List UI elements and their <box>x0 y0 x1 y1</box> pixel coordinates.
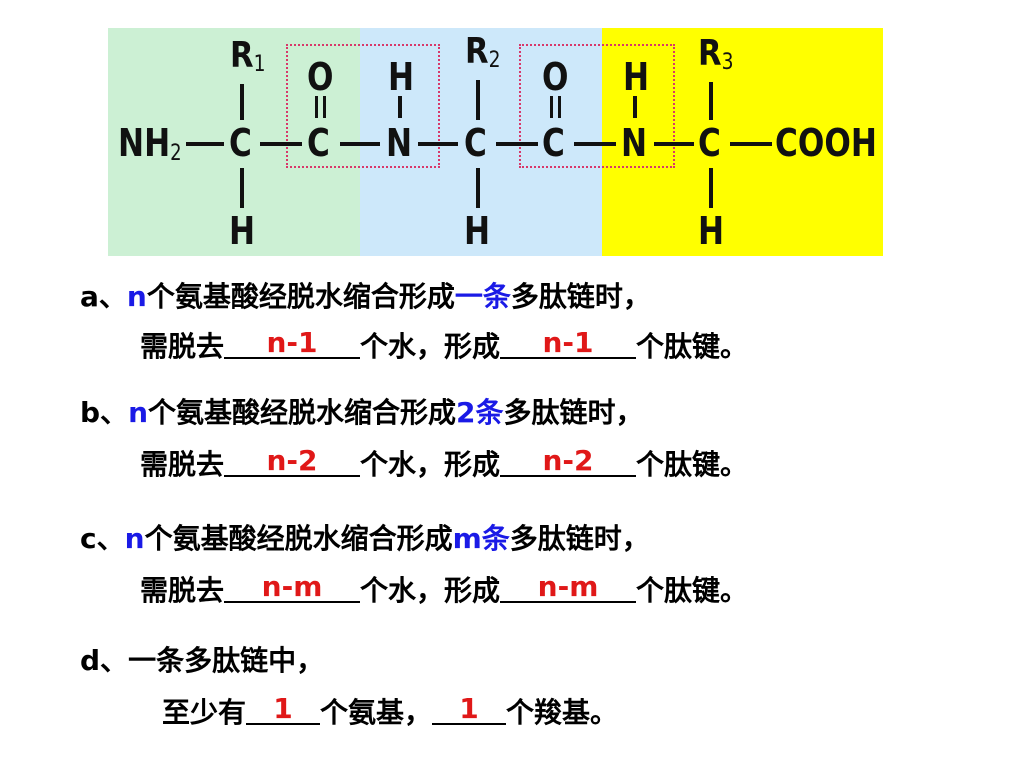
double-bond-1a <box>315 96 318 118</box>
amino-group: NH2 <box>118 121 182 166</box>
bond-n2-c3 <box>654 142 694 146</box>
bond-n1-h <box>398 96 402 118</box>
item-label: d <box>80 644 101 677</box>
r2-group: R2 <box>465 31 501 73</box>
bond-c3-h <box>709 168 713 208</box>
hydrogen-atom-c2: H <box>464 209 491 253</box>
carbon-alpha-2: C <box>464 121 487 165</box>
bond-n2-h <box>633 96 637 118</box>
bond-r1-c <box>240 84 244 120</box>
item-b-line1: b、n个氨基酸经脱水缩合形成2条多肽链时， <box>80 396 644 429</box>
bond-c1-c <box>260 142 302 146</box>
oxygen-atom-2: O <box>542 55 569 99</box>
nitrogen-1: N <box>386 121 413 165</box>
nitrogen-2: N <box>621 121 648 165</box>
bond-c2-h <box>476 168 480 208</box>
item-label: a <box>80 280 99 313</box>
answer-blank: n-m <box>500 573 637 603</box>
bond-nh2-c1 <box>186 142 224 146</box>
band-green <box>108 28 360 256</box>
answer-blank: n-m <box>224 573 361 603</box>
bond-r3-c <box>709 82 713 120</box>
bond-n1-c2 <box>418 142 458 146</box>
double-bond-2b <box>558 96 561 118</box>
peptide-bond-box-1 <box>286 44 440 168</box>
answer-blank: n-1 <box>500 329 637 359</box>
oxygen-atom-1: O <box>307 55 334 99</box>
carbon-alpha-1: C <box>229 121 252 165</box>
peptide-bond-box-2 <box>519 44 675 168</box>
bond-r2-c <box>476 80 480 120</box>
answer-blank: 1 <box>432 695 507 725</box>
hydrogen-atom-c1: H <box>229 209 256 253</box>
item-a-line1: a、n个氨基酸经脱水缩合形成一条多肽链时， <box>80 280 651 313</box>
answer-blank: n-2 <box>500 447 637 477</box>
item-d-line1: d、一条多肽链中， <box>80 644 325 677</box>
item-c-line1: c、n个氨基酸经脱水缩合形成m条多肽链时， <box>80 522 650 555</box>
r3-group: R3 <box>698 33 734 75</box>
answer-blank: 1 <box>246 695 321 725</box>
r1-group: R1 <box>230 35 266 77</box>
answer-blank: n-2 <box>224 447 361 477</box>
hydrogen-atom-n1: H <box>388 55 415 99</box>
double-bond-2a <box>550 96 553 118</box>
answer-blank: n-1 <box>224 329 361 359</box>
carbon-carbonyl-1: C <box>307 121 330 165</box>
bond-c2-c <box>496 142 538 146</box>
bond-c-n1 <box>340 142 380 146</box>
peptide-structure-diagram: R1 R2 R3 O O H H NH2 C C N C C N C COOH … <box>0 0 1024 260</box>
bond-c1-h <box>240 168 244 208</box>
carboxyl-group: COOH <box>775 121 877 165</box>
bond-c-n2 <box>574 142 616 146</box>
hydrogen-atom-n2: H <box>623 55 650 99</box>
band-blue <box>360 28 602 256</box>
bond-c3-cooh <box>730 142 772 146</box>
hydrogen-atom-c3: H <box>698 209 725 253</box>
item-label: b <box>80 396 101 429</box>
item-label: c <box>80 522 97 555</box>
carbon-carbonyl-2: C <box>542 121 565 165</box>
carbon-alpha-3: C <box>698 121 721 165</box>
double-bond-1b <box>323 96 326 118</box>
